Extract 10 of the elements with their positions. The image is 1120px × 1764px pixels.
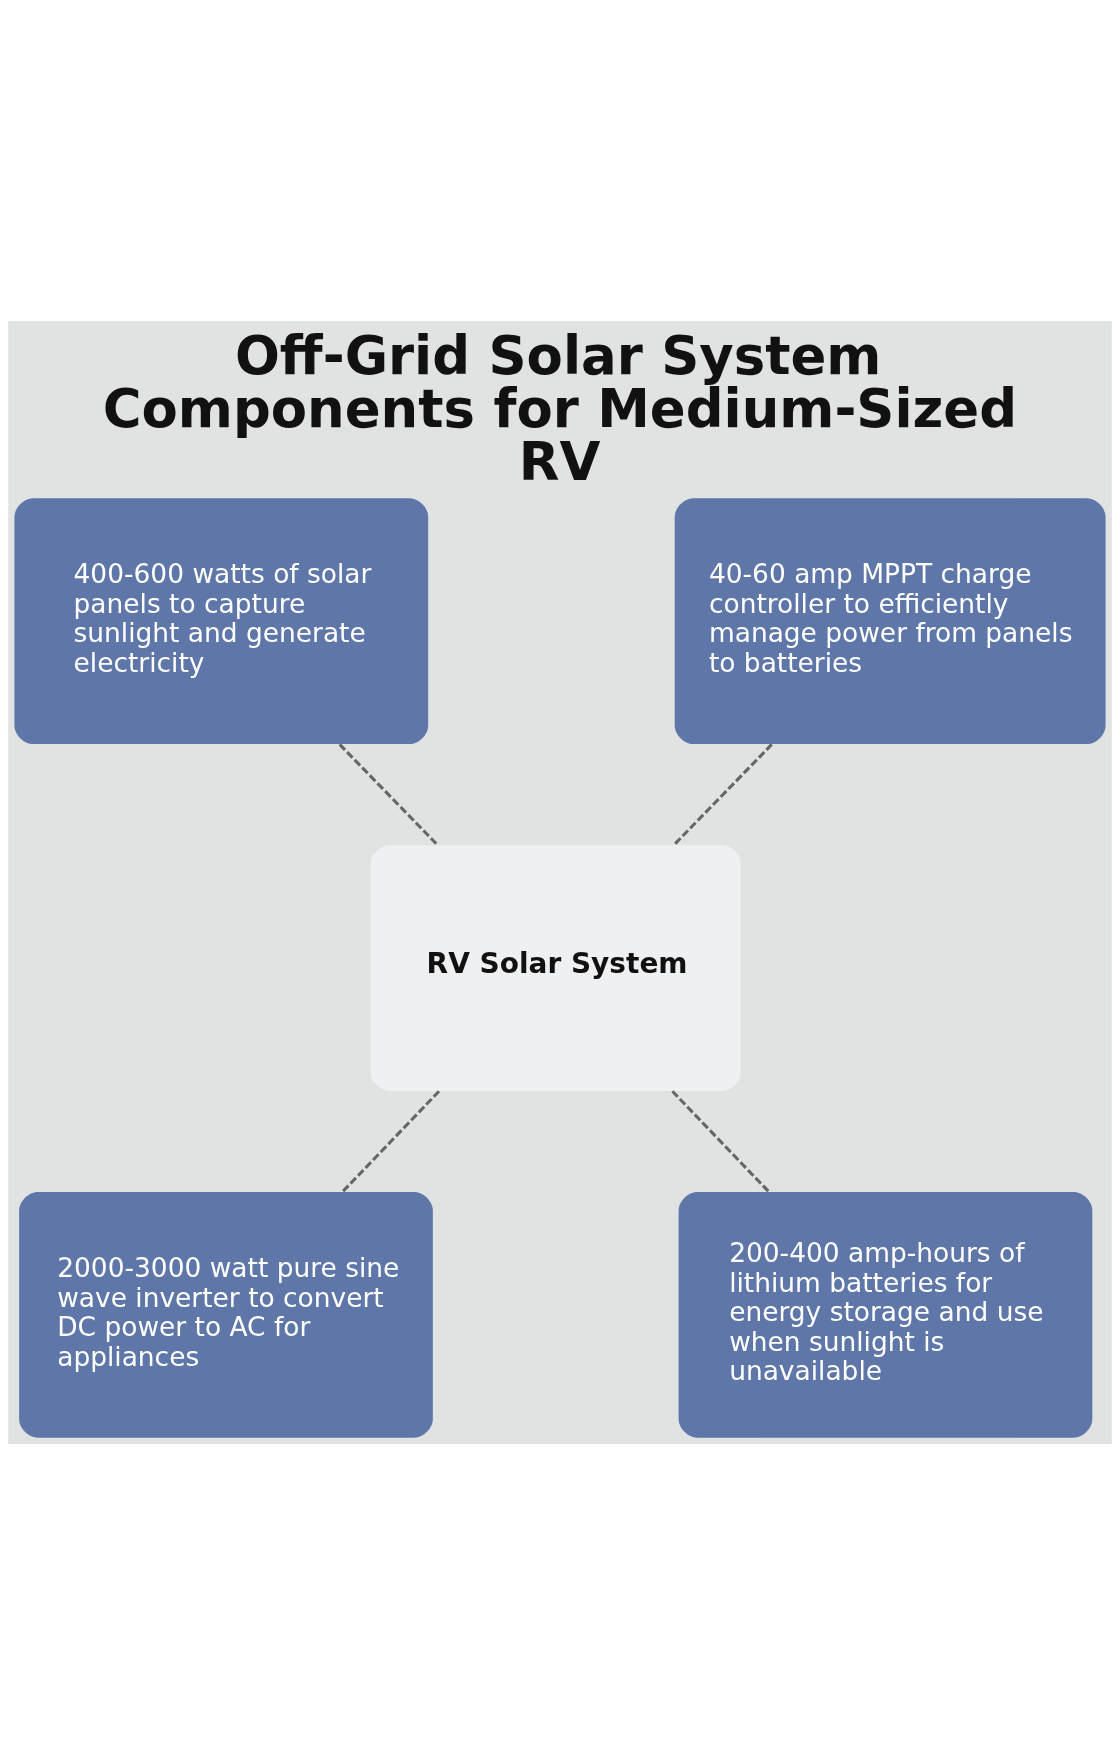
node-box: 40-60 amp MPPT charge controller to efficiently manage power from panels to batteries: [674, 497, 1106, 744]
connector: [341, 1089, 441, 1193]
diagram-title: Off-Grid Solar System Components for Medium-Sized RV: [102, 324, 1018, 492]
connector: [338, 742, 439, 846]
node-box: 400-600 watts of solar panels to capture sunlight and generate electricity: [14, 497, 429, 744]
node-box: 200-400 amp-hours of lithium batteries for energy storage and use when sunlight is unavailable: [678, 1191, 1093, 1438]
connector: [671, 1089, 771, 1193]
node-box: 2000-3000 watt pure sine wave inverter to convert DC power to AC for appliances: [19, 1191, 433, 1438]
connector: [672, 742, 773, 846]
node-box: RV Solar System: [370, 844, 741, 1091]
